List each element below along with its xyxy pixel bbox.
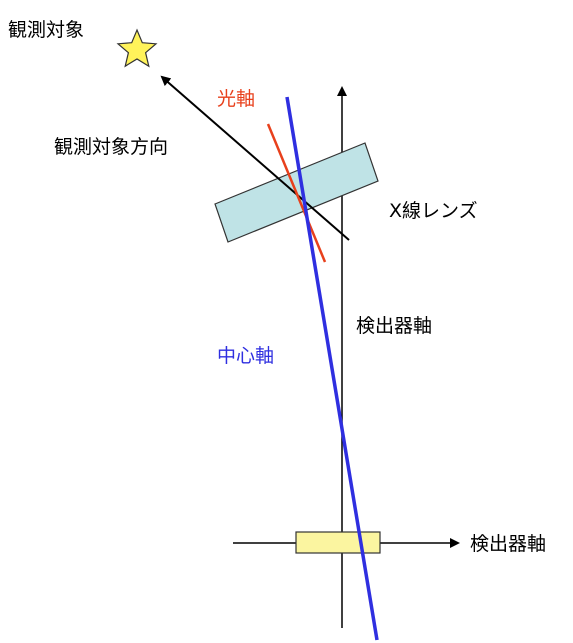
center-axis-line: [285, 96, 379, 641]
optical-axis-label: 光軸: [217, 88, 255, 110]
star-icon: [116, 28, 158, 68]
xray-lens-label: X線レンズ: [389, 200, 478, 222]
detector: [295, 531, 381, 554]
target-label: 観測対象: [8, 19, 84, 41]
detector-axis-vertical-label: 検出器軸: [356, 315, 432, 337]
detector-axis-horizontal-label: 検出器軸: [470, 533, 546, 555]
target-direction-arrow: [160, 75, 350, 241]
target-direction-label: 観測対象方向: [54, 136, 168, 158]
optical-axis-line: [266, 123, 327, 263]
center-axis-label: 中心軸: [217, 345, 274, 367]
